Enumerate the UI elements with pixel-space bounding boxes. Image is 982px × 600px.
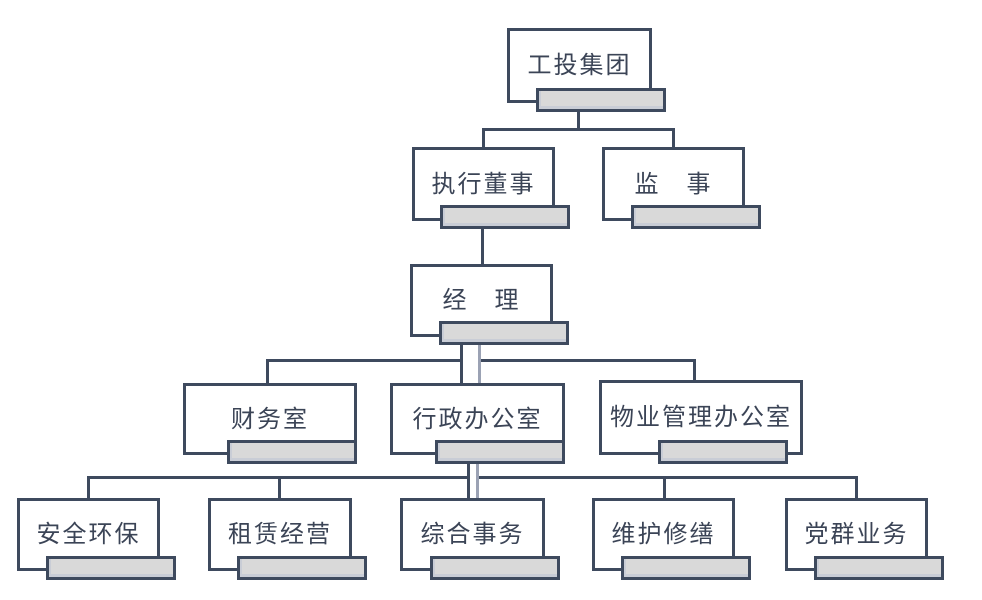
connector-jingli-to-xingzheng bbox=[478, 336, 481, 384]
org-node-zonghe-shiwu-name-plate bbox=[430, 556, 560, 580]
connector-xingzheng-stem bbox=[467, 455, 470, 499]
org-node-caiwu-shi-label: 财务室 bbox=[231, 405, 309, 433]
connector-zhixing-to-jingli bbox=[481, 222, 484, 266]
connector-level4-branch-right bbox=[481, 359, 696, 362]
connector-jingli-stem bbox=[460, 336, 463, 384]
connector-drop-wuye-guanli bbox=[693, 359, 696, 381]
connector-level2-branch bbox=[482, 128, 675, 131]
org-node-xingzheng-bangongshi-label: 行政办公室 bbox=[412, 405, 543, 433]
connector-xingzheng-to-zonghe bbox=[476, 455, 479, 499]
connector-gongtou-stem bbox=[577, 103, 580, 131]
connector-drop-zhixing-dongshi bbox=[482, 128, 485, 150]
connector-level5-branch-left bbox=[87, 476, 467, 479]
connector-drop-weihu-xiushan bbox=[663, 476, 666, 499]
org-node-gongtou-jituan-label: 工投集团 bbox=[527, 52, 632, 79]
connector-drop-anquan-huanbao bbox=[87, 476, 90, 499]
connector-drop-jian-shi bbox=[672, 128, 675, 150]
org-node-zhixing-dongshi-name-plate bbox=[440, 205, 570, 229]
org-node-zulin-jingying-name-plate bbox=[237, 556, 367, 580]
org-node-jing-li-name-plate bbox=[439, 321, 569, 345]
connector-level4-branch-left bbox=[266, 359, 460, 362]
org-node-jian-shi-label: 监 事 bbox=[634, 170, 713, 198]
org-node-anquan-huanbao-label: 安全环保 bbox=[36, 521, 141, 548]
org-node-anquan-huanbao-name-plate bbox=[46, 556, 176, 580]
org-node-caiwu-shi-name-plate bbox=[227, 440, 357, 464]
connector-drop-zulin-jingying bbox=[278, 476, 281, 499]
org-node-jing-li-label: 经 理 bbox=[442, 287, 521, 314]
org-node-zonghe-shiwu-label: 综合事务 bbox=[420, 521, 525, 548]
org-node-wuye-guanli-bangongshi-label: 物业管理办公室 bbox=[610, 404, 792, 431]
connector-drop-dangqun-yewu bbox=[855, 476, 858, 499]
connector-drop-caiwu-shi bbox=[266, 359, 269, 384]
org-node-weihu-xiushan-name-plate bbox=[621, 556, 751, 580]
org-node-jian-shi-name-plate bbox=[631, 205, 761, 229]
org-node-zulin-jingying-label: 租赁经营 bbox=[228, 521, 332, 548]
org-node-gongtou-jituan-name-plate bbox=[536, 88, 666, 112]
connector-level5-branch-right bbox=[479, 476, 857, 479]
org-node-weihu-xiushan-label: 维护修缮 bbox=[611, 521, 716, 548]
org-node-zhixing-dongshi-label: 执行董事 bbox=[431, 170, 536, 198]
org-node-xingzheng-bangongshi-name-plate bbox=[435, 440, 565, 464]
org-node-wuye-guanli-bangongshi-name-plate bbox=[658, 440, 788, 464]
org-node-dangqun-yewu-name-plate bbox=[814, 556, 944, 580]
org-node-dangqun-yewu-label: 党群业务 bbox=[804, 521, 909, 548]
